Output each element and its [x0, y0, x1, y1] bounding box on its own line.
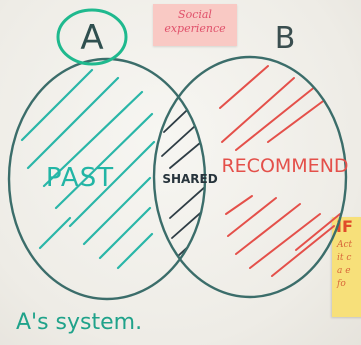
shared-label: SHARED — [162, 172, 217, 186]
set-b-label: B — [275, 21, 296, 56]
sticky-note-text: Social experience — [164, 8, 226, 35]
set-a-label: A — [80, 18, 103, 58]
caption: A's system. — [16, 310, 142, 335]
past-hatching — [20, 68, 156, 270]
sticky-note: Social experience — [153, 4, 237, 46]
past-label: PAST — [46, 163, 114, 193]
side-note-text: Act it c a e fo — [337, 240, 353, 289]
set-b-circle — [152, 55, 348, 299]
set-a-circle — [7, 57, 207, 301]
recommend-label: RECOMMEND — [221, 155, 348, 177]
recommend-hatching — [219, 65, 341, 277]
set-a-label-ring — [56, 8, 128, 66]
